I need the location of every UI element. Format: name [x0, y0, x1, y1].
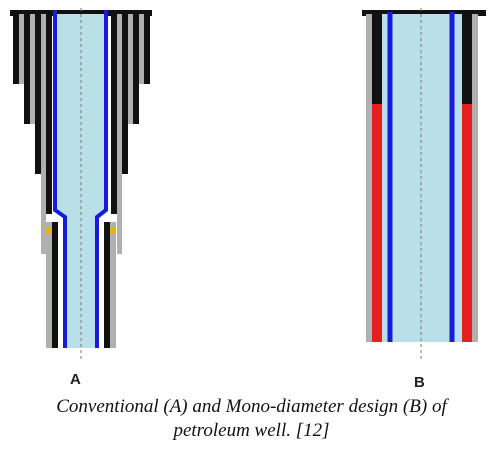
well-a-liner-cement-right	[110, 222, 116, 348]
well-a-cement-left-3	[41, 14, 46, 254]
well-a-casing-left-4	[46, 14, 52, 214]
well-a-hanger-left	[46, 228, 52, 234]
well-a-cement-right-2	[128, 14, 133, 124]
well-a-liner-right	[104, 222, 110, 348]
well-b-monodiameter: B	[362, 8, 486, 391]
well-a-liner-cement-left	[46, 222, 52, 348]
caption-line-2: petroleum well. [12]	[173, 420, 330, 441]
well-a-casing-left-2	[24, 14, 30, 124]
well-a-casing-right-1	[144, 14, 150, 84]
figure-caption: Conventional (A) and Mono-diameter desig…	[0, 395, 503, 443]
well-a-conventional: A	[10, 8, 152, 388]
well-a-cement-right-1	[139, 14, 144, 84]
well-a-bore-fluid	[55, 14, 106, 348]
well-a-casing-right-3	[122, 14, 128, 174]
well-b-label: B	[414, 374, 425, 391]
well-b-cement-left	[366, 14, 372, 104]
well-b-expandable-right	[462, 104, 472, 342]
well-b-casing-left	[372, 14, 382, 104]
caption-line-1: Conventional (A) and Mono-diameter desig…	[56, 396, 447, 417]
well-b-bore-fluid	[382, 14, 468, 342]
well-a-casing-right-2	[133, 14, 139, 124]
well-a-tubing-right	[95, 10, 108, 348]
well-a-wellhead	[10, 10, 152, 16]
well-b-wellhead	[362, 10, 486, 16]
well-a-hanger-right	[110, 228, 116, 234]
well-diagram: A B	[10, 8, 486, 391]
well-a-tubing-left	[53, 10, 67, 348]
well-a-casing-left-1	[13, 14, 19, 84]
well-b-cement-right	[472, 14, 478, 104]
well-a-casing-right-4	[111, 14, 117, 214]
well-a-cement-left-2	[30, 14, 35, 124]
well-a-cement-right-3	[117, 14, 122, 254]
well-b-expandable-left	[372, 104, 382, 342]
well-a-label: A	[70, 371, 81, 388]
well-a-liner-left	[52, 222, 58, 348]
well-a-casing-left-3	[35, 14, 41, 174]
well-b-casing-right	[462, 14, 472, 104]
well-b-cement-left-low	[366, 104, 372, 342]
well-b-cement-right-low	[472, 104, 478, 342]
well-a-cement-left-1	[19, 14, 24, 84]
